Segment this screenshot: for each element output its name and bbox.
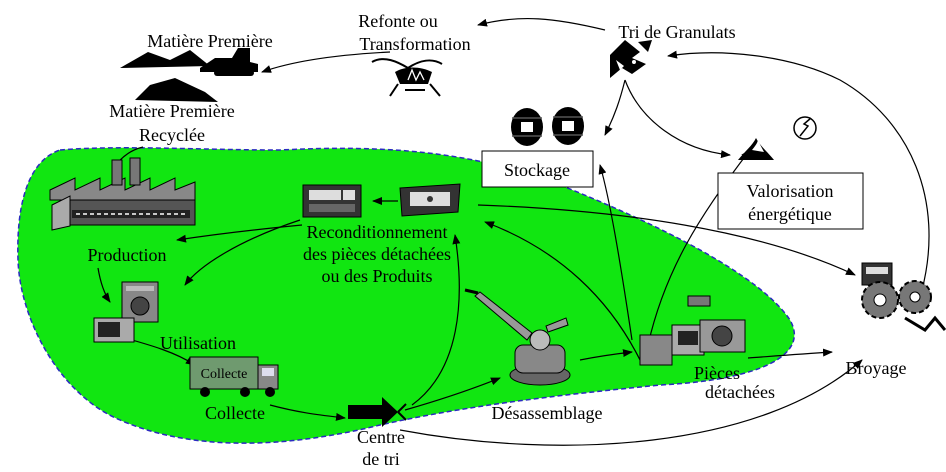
centre-tri-label-line2: de tri	[362, 449, 400, 469]
centre-tri-label-line1: Centre	[357, 427, 405, 447]
production-label: Production	[88, 245, 167, 265]
tri-granulats-label: Tri de Granulats	[618, 22, 735, 42]
factory-icon	[49, 157, 196, 231]
reconditioning-devices-icon	[302, 183, 461, 218]
collecte-label: Collecte	[205, 403, 265, 423]
melting-pot-fire-icon	[371, 58, 443, 97]
refonte-label-line2: Transformation	[359, 34, 470, 54]
collecte-truck-label: Collecte	[201, 367, 248, 382]
mp-recyclee-label-line1: Matière Première	[109, 101, 234, 121]
spare-parts-icon	[639, 295, 746, 366]
robot-arm-icon	[464, 288, 571, 386]
sorting-arrow-icon	[348, 397, 407, 427]
reconditionnement-label-line1: Reconditionnement	[307, 222, 448, 242]
valorisation-label-line1: Valorisation	[747, 181, 834, 201]
appliances-icon	[93, 281, 159, 343]
valorisation-box	[717, 172, 864, 230]
stockage-label: Stockage	[504, 160, 570, 180]
desassemblage-label: Désassemblage	[492, 403, 603, 423]
shredder-gears-icon	[861, 262, 946, 332]
pieces-label-line1: Pièces	[694, 363, 740, 383]
stockage-box	[481, 150, 594, 188]
energy-burner-icon	[738, 116, 817, 160]
reconditionnement-label-line2: des pièces détachées	[303, 244, 451, 264]
mp-recyclee-label-line2: Recyclée	[139, 125, 205, 145]
truck-icon	[189, 356, 279, 397]
flow-arrows	[97, 17, 930, 446]
pieces-label-line2: détachées	[705, 382, 775, 402]
reconditionnement-label-line3: ou des Produits	[321, 266, 432, 286]
matiere-premiere-label: Matière Première	[147, 31, 272, 51]
utilisation-label: Utilisation	[160, 333, 236, 353]
refonte-label-line1: Refonte ou	[358, 11, 437, 31]
broyage-label: Broyage	[846, 358, 907, 378]
granulate-sorting-icon	[610, 40, 652, 78]
valorisation-label-line2: énergétique	[748, 204, 832, 224]
mining-heap-bulldozer-icon	[120, 48, 258, 102]
barrels-icon	[511, 107, 584, 146]
